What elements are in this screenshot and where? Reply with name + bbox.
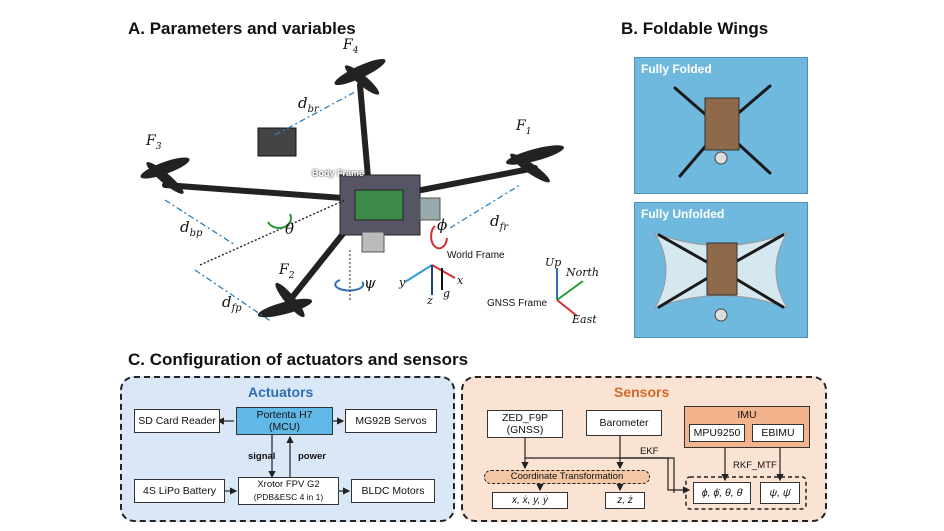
dfr-label: dfr bbox=[490, 212, 509, 233]
dimension-lines bbox=[164, 91, 521, 323]
section-a-title: A. Parameters and variables bbox=[128, 19, 356, 38]
gnss-east-label: East bbox=[572, 313, 597, 326]
psi-rotation-arc bbox=[334, 279, 365, 292]
f2-label: F2 bbox=[279, 262, 295, 281]
sensors-title: Sensors bbox=[614, 384, 670, 400]
drone-body bbox=[257, 127, 441, 253]
body-frame-label: Body Frame bbox=[312, 168, 365, 178]
gnss-box: ZED_F9P (GNSS) bbox=[487, 410, 563, 438]
output-roll-pitch-box: ϕ, ϕ̇, θ, θ̇ bbox=[693, 482, 751, 504]
gnss-frame-label: GNSS Frame bbox=[487, 298, 548, 309]
gnss-subtitle: (GNSS) bbox=[506, 424, 544, 436]
sd-card-reader-box: SD Card Reader bbox=[134, 409, 220, 433]
fully-folded-photo: Fully Folded bbox=[634, 57, 808, 194]
gnss-north-label: North bbox=[566, 266, 600, 279]
world-axis-g-label: g bbox=[443, 287, 451, 300]
reference-dotted-line bbox=[199, 199, 346, 266]
section-b-title: B. Foldable Wings bbox=[621, 19, 769, 38]
barometer-box: Barometer bbox=[586, 410, 662, 436]
world-frame-label: World Frame bbox=[447, 250, 505, 261]
theta-rotation-arc bbox=[267, 213, 292, 229]
mcu-name: Portenta H7 bbox=[256, 409, 313, 421]
psi-label: ψ bbox=[364, 274, 376, 292]
esc-subtitle: (PDB&ESC 4 in 1) bbox=[253, 492, 324, 502]
output-altitude-box: z, ż bbox=[605, 492, 645, 509]
esc-box: Xrotor FPV G2 (PDB&ESC 4 in 1) bbox=[238, 477, 339, 505]
drone-diagram bbox=[140, 58, 584, 323]
dbr-label: dbr bbox=[298, 94, 319, 115]
world-frame-axes bbox=[404, 264, 456, 295]
bldc-motors-box: BLDC Motors bbox=[351, 479, 435, 503]
unfolded-drone-image bbox=[653, 232, 789, 322]
folded-drone-image bbox=[673, 84, 772, 178]
output-position-box: x, ẋ, y, ẏ bbox=[492, 492, 568, 509]
actuators-title: Actuators bbox=[248, 384, 314, 400]
propellers bbox=[140, 58, 565, 318]
theta-label: θ bbox=[285, 220, 295, 238]
mcu-box: Portenta H7 (MCU) bbox=[236, 407, 333, 435]
coordinate-transformation-box: Coordinate Transformation bbox=[484, 470, 650, 484]
output-yaw-box: ψ, ψ̇ bbox=[760, 482, 800, 504]
mcu-subtitle: (MCU) bbox=[269, 421, 300, 433]
gnss-name: ZED_F9P bbox=[501, 412, 549, 424]
dfp-label: dfp bbox=[222, 293, 242, 314]
phi-rotation-arc bbox=[430, 225, 448, 250]
ekf-label: EKF bbox=[640, 446, 659, 457]
world-axis-x-label: x bbox=[457, 274, 464, 287]
dbp-label: dbp bbox=[180, 218, 203, 239]
f3-label: F3 bbox=[146, 133, 162, 152]
world-axis-y-label: y bbox=[399, 276, 406, 289]
battery-box: 4S LiPo Battery bbox=[134, 479, 225, 503]
gnss-frame-axes bbox=[556, 268, 584, 317]
f1-label: F1 bbox=[516, 118, 532, 137]
world-axis-z-label: z bbox=[427, 294, 433, 307]
signal-label: signal bbox=[248, 451, 276, 462]
esc-name: Xrotor FPV G2 bbox=[257, 479, 320, 490]
section-c-title: C. Configuration of actuators and sensor… bbox=[128, 350, 469, 369]
phi-label: ϕ bbox=[437, 216, 448, 234]
gnss-up-label: Up bbox=[545, 256, 562, 269]
f4-label: F4 bbox=[343, 37, 359, 56]
mpu9250-box: MPU9250 bbox=[689, 424, 745, 442]
ebimu-box: EBIMU bbox=[752, 424, 804, 442]
photo-label: Fully Folded bbox=[641, 62, 712, 76]
servos-box: MG92B Servos bbox=[345, 409, 437, 433]
power-label: power bbox=[298, 451, 326, 462]
rkf-mtf-label: RKF_MTF bbox=[733, 460, 777, 471]
photo-label: Fully Unfolded bbox=[641, 207, 725, 221]
imu-title: IMU bbox=[737, 409, 757, 421]
fully-unfolded-photo: Fully Unfolded bbox=[634, 202, 808, 338]
